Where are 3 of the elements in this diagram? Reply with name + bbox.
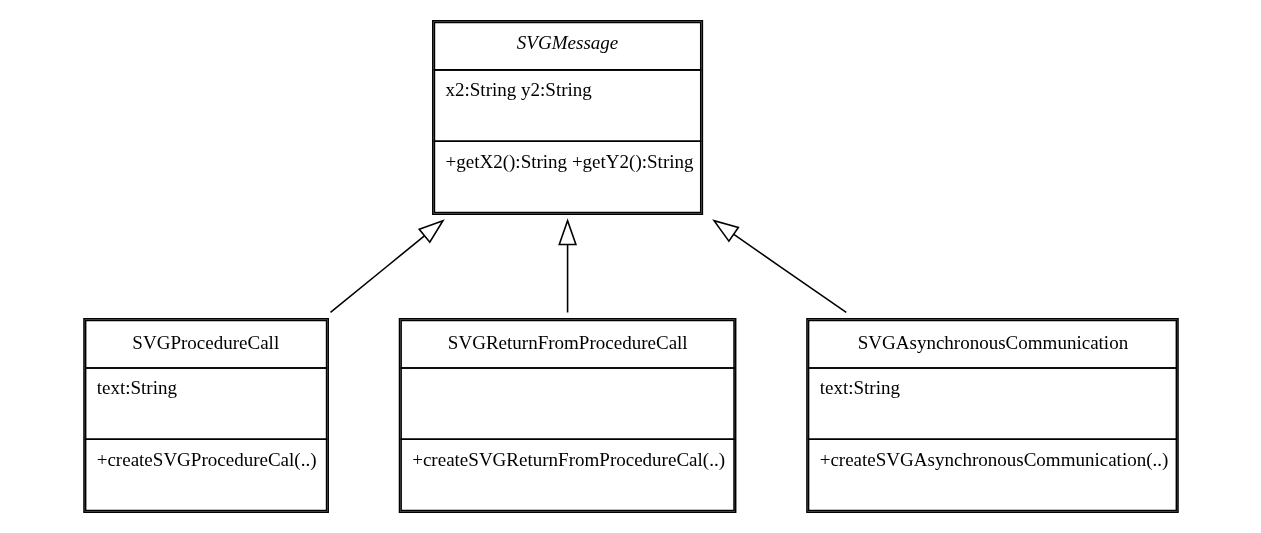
arrow: [711, 219, 847, 314]
arrow: [557, 218, 577, 314]
arrow: [329, 219, 445, 314]
